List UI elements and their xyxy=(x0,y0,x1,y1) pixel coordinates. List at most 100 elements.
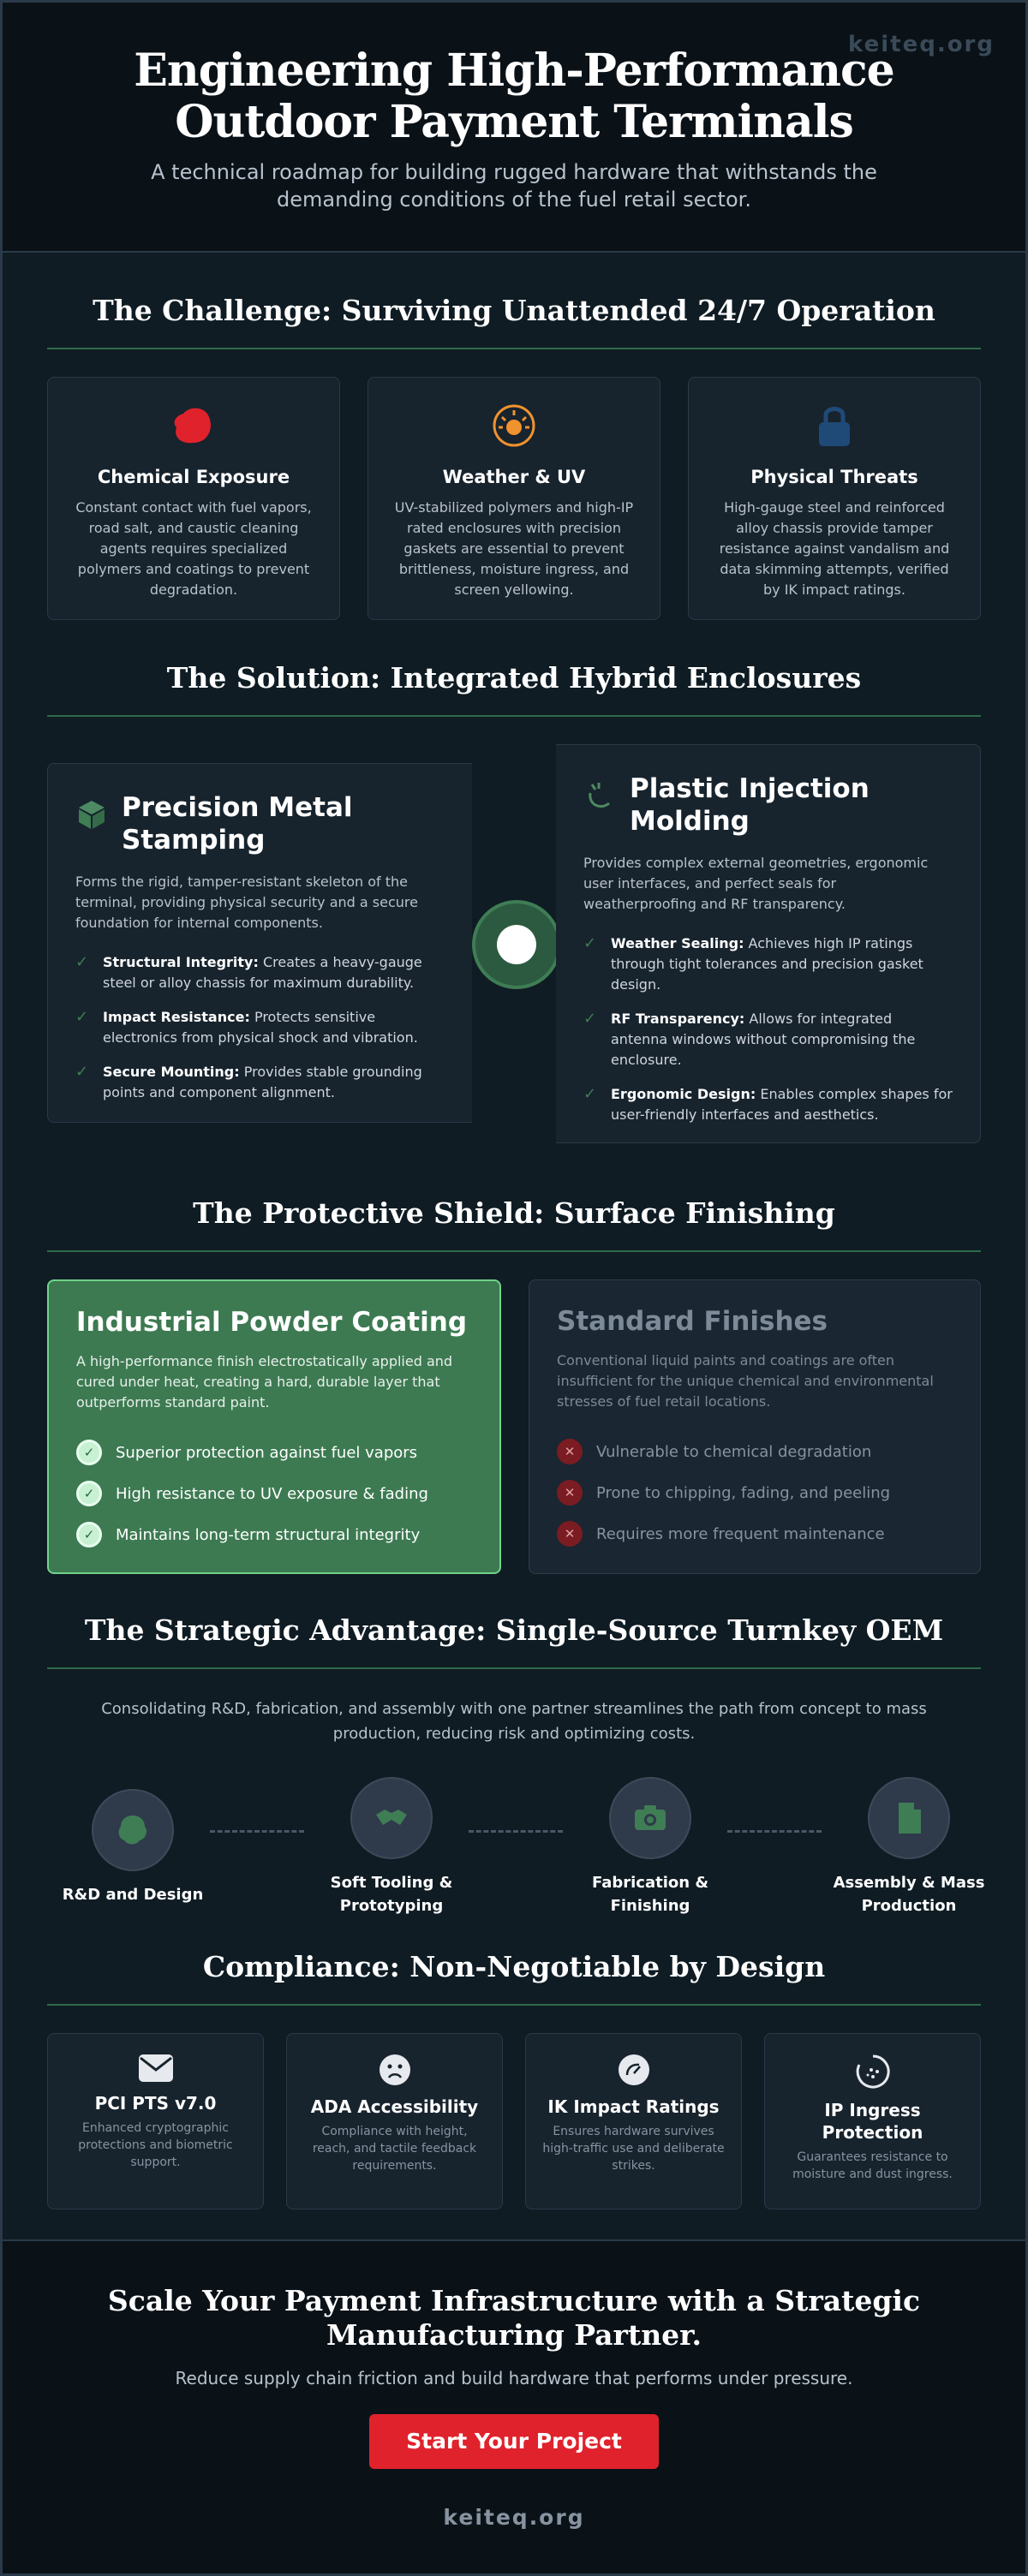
challenge-card-physical: Physical Threats High-gauge steel and re… xyxy=(688,377,981,620)
metal-stamping-title: Precision Metal Stamping xyxy=(122,792,353,856)
page-title: Engineering High-Performance Outdoor Pay… xyxy=(134,45,894,148)
drawback-text: Vulnerable to chemical degradation xyxy=(596,1442,872,1461)
compliance-card-ik: IK Impact Ratings Ensures hardware survi… xyxy=(525,2033,742,2209)
feature-label: RF Transparency: xyxy=(611,1011,745,1027)
feature-item: ✓ Ergonomic Design: Enables complex shape… xyxy=(583,1084,953,1125)
step-label: Fabrication & Finishing xyxy=(591,1874,709,1915)
benefit-item: ✓ High resistance to UV exposure & fading xyxy=(76,1473,472,1514)
step-assembly: Assembly & Mass Production xyxy=(823,1777,995,1917)
compliance-card-text: Ensures hardware survives high-traffic u… xyxy=(542,2125,725,2173)
step-soft-tooling: Soft Tooling & Prototyping xyxy=(306,1777,477,1917)
cta-title: Scale Your Payment Infrastructure with a… xyxy=(107,2284,921,2352)
injection-molding-title: Plastic Injection Molding xyxy=(630,773,870,837)
compliance-card-ada: ADA Accessibility Compliance with height… xyxy=(286,2033,503,2209)
standard-finishes-title: Standard Finishes xyxy=(557,1306,828,1337)
step-fabrication: Fabrication & Finishing xyxy=(565,1777,736,1917)
hero-header: keiteq.org Engineering High-Performance … xyxy=(3,3,1025,253)
compliance-card-title: IK Impact Ratings xyxy=(547,2096,720,2117)
compliance-card-text: Compliance with height, reach, and tacti… xyxy=(312,2125,477,2173)
feature-label: Structural Integrity: xyxy=(103,954,259,970)
injection-molding-desc: Provides complex external geometries, er… xyxy=(583,855,929,912)
challenge-section: The Challenge: Surviving Unattended 24/7… xyxy=(3,253,1025,620)
drawback-text: Prone to chipping, fading, and peeling xyxy=(596,1483,891,1502)
lock-icon xyxy=(819,407,850,446)
step-connector xyxy=(469,1830,563,1833)
challenge-card-text: High-gauge steel and reinforced alloy ch… xyxy=(719,499,950,598)
camera-icon xyxy=(635,1805,666,1830)
powder-coating-desc: A high-performance finish electrostatica… xyxy=(76,1353,453,1410)
gauge-icon xyxy=(618,2054,649,2085)
hybrid-connector-hub xyxy=(472,900,561,989)
benefit-item: ✓ Superior protection against fuel vapors xyxy=(76,1432,472,1473)
compliance-card-text: Enhanced cryptographic protections and b… xyxy=(78,2121,233,2169)
challenge-card-text: Constant contact with fuel vapors, road … xyxy=(75,499,312,598)
step-label: Assembly & Mass Production xyxy=(833,1874,985,1915)
benefit-text: Superior protection against fuel vapors xyxy=(116,1443,418,1462)
strategy-section: The Strategic Advantage: Single-Source T… xyxy=(3,1574,1025,1940)
benefit-item: ✓Maintains long-term structural integrit… xyxy=(76,1514,472,1555)
compliance-title: Compliance: Non-Negotiable by Design xyxy=(47,1950,981,2006)
compliance-card-text: Guarantees resistance to moisture and du… xyxy=(792,2150,953,2181)
feature-text: Enables complex shapes for user-friendly… xyxy=(611,1086,953,1123)
feature-text: Protects sensitive electronics from phys… xyxy=(103,1009,418,1046)
brand-watermark: keiteq.org xyxy=(848,32,995,57)
drawback-item: ✕ Vulnerable to chemical degradation xyxy=(557,1431,953,1472)
face-icon xyxy=(379,2054,410,2085)
challenge-card-title: Weather & UV xyxy=(442,467,586,487)
cta-footer: Scale Your Payment Infrastructure with a… xyxy=(3,2239,1025,2573)
handshake-icon xyxy=(376,1810,407,1825)
check-icon: ✓ xyxy=(75,1008,89,1026)
compliance-section: Compliance: Non-Negotiable by Design PCI… xyxy=(3,1940,1025,2209)
strategy-desc: Consolidating R&D, fabrication, and asse… xyxy=(101,1700,927,1743)
start-project-button[interactable]: Start Your Project xyxy=(369,2414,659,2469)
feature-text: Allows for integrated antenna windows wi… xyxy=(611,1011,916,1068)
footer-brand: keiteq.org xyxy=(443,2505,585,2530)
molding-icon xyxy=(589,783,610,808)
solution-section: The Solution: Integrated Hybrid Enclosur… xyxy=(3,620,1025,1157)
x-circle-icon: ✕ xyxy=(557,1480,583,1506)
check-circle-icon: ✓ xyxy=(76,1440,102,1465)
feature-label: Ergonomic Design: xyxy=(611,1086,756,1102)
compliance-card-ip: IP Ingress Protection Guarantees resista… xyxy=(764,2033,981,2209)
cube-icon xyxy=(79,801,105,829)
feature-label: Impact Resistance: xyxy=(103,1009,250,1025)
sun-icon xyxy=(493,404,535,447)
document-icon xyxy=(899,1803,921,1834)
x-circle-icon: ✕ xyxy=(557,1439,583,1464)
step-label: Soft Tooling & Prototyping xyxy=(330,1874,453,1915)
feature-text: Provides stable grounding points and com… xyxy=(103,1064,422,1100)
step-connector xyxy=(727,1830,822,1833)
compliance-card-title: ADA Accessibility xyxy=(310,2096,479,2117)
check-icon: ✓ xyxy=(583,1010,597,1028)
feature-text: Achieves high IP ratings through tight t… xyxy=(611,935,923,993)
challenge-card-title: Physical Threats xyxy=(750,467,918,487)
challenge-card-chemical: Chemical Exposure Constant contact with … xyxy=(47,377,340,620)
feature-label: Weather Sealing: xyxy=(611,935,744,951)
feature-text: Creates a heavy-gauge steel or alloy cha… xyxy=(103,954,422,991)
powder-coating-card: Industrial Powder Coating A high-perform… xyxy=(47,1279,501,1574)
step-connector xyxy=(210,1830,304,1833)
metal-stamping-desc: Forms the rigid, tamper-resistant skelet… xyxy=(75,874,418,931)
spinner-icon xyxy=(856,2054,890,2089)
step-label: R&D and Design xyxy=(62,1886,204,1904)
finishing-section: The Protective Shield: Surface Finishing… xyxy=(3,1157,1025,1574)
x-circle-icon: ✕ xyxy=(557,1521,583,1547)
drawback-item: ✕Requires more frequent maintenance xyxy=(557,1513,953,1554)
drawback-item: ✕ Prone to chipping, fading, and peeling xyxy=(557,1472,953,1513)
challenge-card-weather: Weather & UV UV-stabilized polymers and … xyxy=(368,377,660,620)
envelope-icon xyxy=(138,2054,173,2082)
feature-label: Secure Mounting: xyxy=(103,1064,240,1080)
check-icon: ✓ xyxy=(583,1085,597,1103)
feature-item: ✓Weather Sealing: Achieves high IP ratin… xyxy=(583,933,953,995)
benefit-text: High resistance to UV exposure & fading xyxy=(116,1484,428,1503)
cta-subtitle: Reduce supply chain friction and build h… xyxy=(175,2368,853,2388)
compliance-card-pci: PCI PTS v7.0 Enhanced cryptographic prot… xyxy=(47,2033,264,2209)
blob-icon xyxy=(174,408,211,444)
powder-coating-title: Industrial Powder Coating xyxy=(76,1307,468,1338)
check-circle-icon: ✓ xyxy=(76,1481,102,1506)
feature-item: ✓Secure Mounting: Provides stable ground… xyxy=(75,1062,445,1103)
brain-icon xyxy=(118,1816,146,1845)
injection-molding-panel: Plastic Injection Molding Provides compl… xyxy=(556,744,981,1143)
compliance-card-title: PCI PTS v7.0 xyxy=(94,2093,217,2114)
